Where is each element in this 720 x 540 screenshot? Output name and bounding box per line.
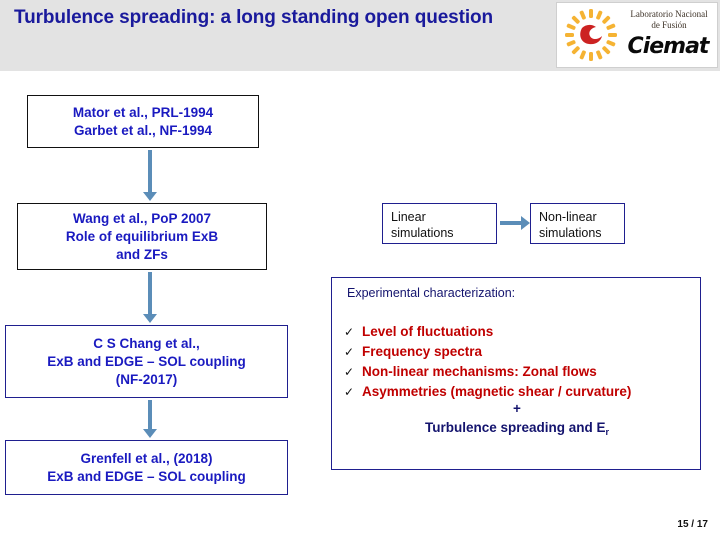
experimental-footer-subscript: r: [605, 427, 610, 437]
arrow-shaft: [148, 150, 152, 192]
arrow-head: [143, 192, 157, 201]
experimental-footer-text: Turbulence spreading and E: [424, 420, 606, 435]
check-icon: ✓: [344, 385, 355, 399]
simulation-box-linear: Linear simulations: [382, 203, 497, 244]
logo-brand: Ciemat: [627, 34, 710, 59]
list-item-label: Asymmetries (magnetic shear / curvature): [362, 384, 632, 399]
check-icon: ✓: [344, 345, 355, 359]
list-item-label: Non-linear mechanisms: Zonal flows: [362, 364, 597, 379]
experimental-plus: +: [513, 401, 521, 416]
list-item: ✓ Frequency spectra: [344, 343, 694, 361]
check-icon: ✓: [344, 365, 355, 379]
citation-line: Garbet et al., NF-1994: [73, 122, 213, 138]
citation-line: C S Chang et al.,: [93, 335, 200, 351]
experimental-heading: Experimental characterization:: [347, 286, 516, 300]
logo-lab-line2: de Fusión: [651, 20, 687, 30]
citation-line: Grenfell et al., (2018): [80, 450, 213, 466]
logo-lab-line1: Laboratorio Nacional: [630, 9, 708, 19]
experimental-footer: Turbulence spreading and Er: [332, 420, 702, 437]
list-item: ✓ Level of fluctuations: [344, 323, 694, 341]
sun-icon: [565, 9, 617, 61]
page-number: 15 / 17: [677, 519, 708, 530]
arrow-chang-to-grenfell: [142, 400, 158, 438]
arrow-wang-to-chang: [142, 272, 158, 323]
logo-lab-name: Laboratorio Nacional de Fusión: [623, 9, 715, 31]
page-title: Turbulence spreading: a long standing op…: [14, 7, 494, 28]
citation-line: Role of equilibrium ExB: [65, 228, 219, 244]
citation-box-mator: Mator et al., PRL-1994 Garbet et al., NF…: [27, 95, 259, 148]
arrow-shaft: [500, 221, 521, 225]
simulation-box-nonlinear: Non-linear simulations: [530, 203, 625, 244]
check-icon: ✓: [344, 325, 355, 339]
experimental-characterization-panel: Experimental characterization: ✓ Level o…: [331, 277, 701, 470]
arrow-linear-to-nonlinear: [500, 216, 530, 230]
arrow-head: [143, 429, 157, 438]
arrow-head: [521, 216, 530, 230]
citation-line: and ZFs: [116, 246, 168, 262]
citation-line: ExB and EDGE – SOL coupling: [47, 468, 246, 484]
citation-line: Mator et al., PRL-1994: [72, 104, 214, 120]
citation-line: Wang et al., PoP 2007: [72, 210, 212, 226]
arrow-mator-to-wang: [142, 150, 158, 201]
arrow-shaft: [148, 400, 152, 429]
citation-line: ExB and EDGE – SOL coupling: [47, 353, 246, 369]
ciemat-logo: Laboratorio Nacional de Fusión Ciemat: [556, 2, 718, 68]
arrow-shaft: [148, 272, 152, 314]
citation-box-chang: C S Chang et al., ExB and EDGE – SOL cou…: [5, 325, 288, 398]
citation-box-grenfell: Grenfell et al., (2018) ExB and EDGE – S…: [5, 440, 288, 495]
list-item-label: Level of fluctuations: [362, 324, 494, 339]
list-item-label: Frequency spectra: [362, 344, 483, 359]
citation-line: (NF-2017): [115, 371, 178, 387]
list-item: ✓ Asymmetries (magnetic shear / curvatur…: [344, 383, 694, 401]
list-item: ✓ Non-linear mechanisms: Zonal flows: [344, 363, 694, 381]
citation-box-wang: Wang et al., PoP 2007 Role of equilibriu…: [17, 203, 267, 270]
experimental-list: ✓ Level of fluctuations ✓ Frequency spec…: [344, 323, 694, 403]
arrow-head: [143, 314, 157, 323]
